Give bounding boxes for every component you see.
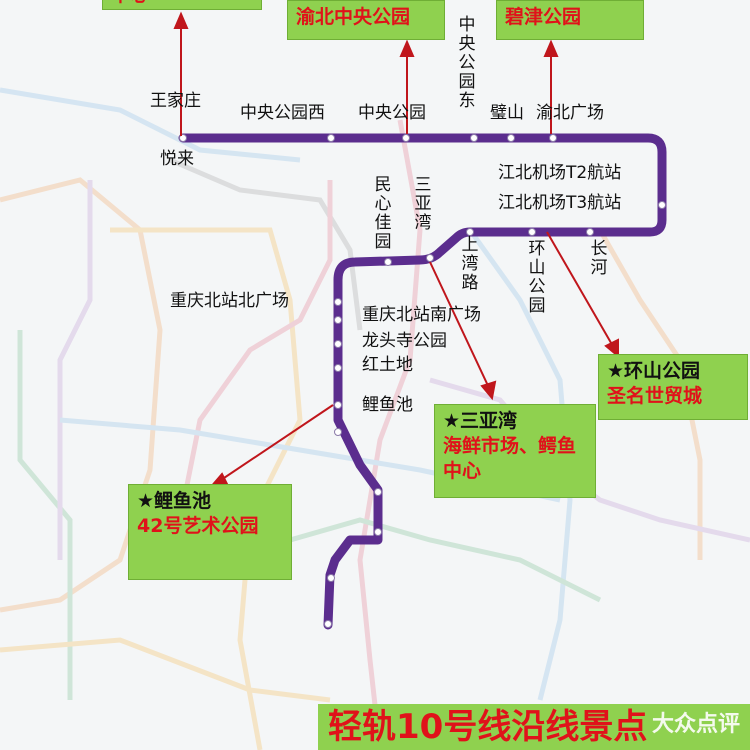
station-zhongyang-dot xyxy=(402,134,410,142)
station-yubei-dot xyxy=(549,134,557,142)
callout-huanshan-subtitle: 圣名世贸城 xyxy=(607,384,703,407)
station-longtou-dot xyxy=(334,340,342,348)
label-huanshan: 环山公园 xyxy=(528,239,546,317)
station-huanshan-dot xyxy=(528,228,536,236)
station-a-dot xyxy=(334,428,342,436)
label-beizhan-nan: 重庆北站南广场 xyxy=(362,305,481,325)
label-yuelai: 悦来 xyxy=(160,149,194,169)
label-liyu: 鲤鱼池 xyxy=(362,395,413,415)
label-hongtu: 红土地 xyxy=(362,355,413,375)
label-t2: 江北机场T2航站 xyxy=(498,163,622,183)
callout-bijin-park-text: 碧津公园 xyxy=(505,6,582,28)
callout-liyu-title: ★鲤鱼池 xyxy=(137,490,212,512)
callout-top-left: 中心 xyxy=(102,0,262,10)
station-d-dot xyxy=(327,574,335,582)
label-yubei-guangchang: 渝北广场 xyxy=(536,103,604,123)
label-sanya: 三亚湾 xyxy=(414,175,432,234)
station-sanya-dot xyxy=(426,254,434,262)
station-markers xyxy=(179,134,666,628)
station-liyu-dot xyxy=(334,401,342,409)
station-e-dot xyxy=(324,620,332,628)
station-c-dot xyxy=(374,528,382,536)
label-changhe: 长河 xyxy=(590,239,608,279)
station-beizhannan-dot xyxy=(334,316,342,324)
station-beizhanbei-dot xyxy=(334,298,342,306)
station-changhe-dot xyxy=(586,228,594,236)
callout-huanshan-title: ★环山公园 xyxy=(607,360,701,382)
callout-yubei-park-text: 渝北中央公园 xyxy=(296,6,411,28)
label-shangwan: 上湾路 xyxy=(461,235,479,294)
label-minxin: 民心佳园 xyxy=(374,175,392,253)
label-wangjiazhuang: 王家庄 xyxy=(150,91,201,111)
label-longtou: 龙头寺公园 xyxy=(362,331,447,351)
label-zhongyang: 中央公园 xyxy=(358,103,426,123)
callout-sanya: ★三亚湾 海鲜市场、鳄鱼中心 xyxy=(434,404,596,498)
station-t3-dot xyxy=(658,201,666,209)
callout-sanya-subtitle: 海鲜市场、鳄鱼中心 xyxy=(443,434,577,483)
station-yuelai-dot xyxy=(179,134,187,142)
callout-sanya-title: ★三亚湾 xyxy=(443,410,518,432)
callout-liyu-subtitle: 42号艺术公园 xyxy=(137,514,259,537)
label-zhongyang-xi: 中央公园西 xyxy=(240,103,325,123)
line-10 xyxy=(178,133,667,630)
label-t3: 江北机场T3航站 xyxy=(498,193,622,213)
callout-yubei-park: 渝北中央公园 xyxy=(287,0,445,40)
station-shangwan-dot xyxy=(466,228,474,236)
label-beizhan-bei: 重庆北站北广场 xyxy=(170,291,289,311)
watermark: 大众点评 xyxy=(651,712,740,737)
station-b-dot xyxy=(374,488,382,496)
callout-huanshan: ★环山公园 圣名世贸城 xyxy=(598,354,748,420)
callout-liyu: ★鲤鱼池 42号艺术公园 xyxy=(128,484,292,580)
callout-bijin-park: 碧津公园 xyxy=(496,0,644,40)
station-zhongyangxi-dot xyxy=(327,134,335,142)
station-bishan-dot xyxy=(507,134,515,142)
station-zhongyangdong-dot xyxy=(470,134,478,142)
map-title: 轻轨10号线沿线景点 xyxy=(318,704,750,750)
callout-top-left-text: 中心 xyxy=(111,0,253,8)
station-hongtu-dot xyxy=(334,364,342,372)
station-minxin-dot xyxy=(384,258,392,266)
label-bishan: 璧山 xyxy=(490,103,524,123)
label-zhongyang-dong: 中央公园东 xyxy=(458,15,476,112)
